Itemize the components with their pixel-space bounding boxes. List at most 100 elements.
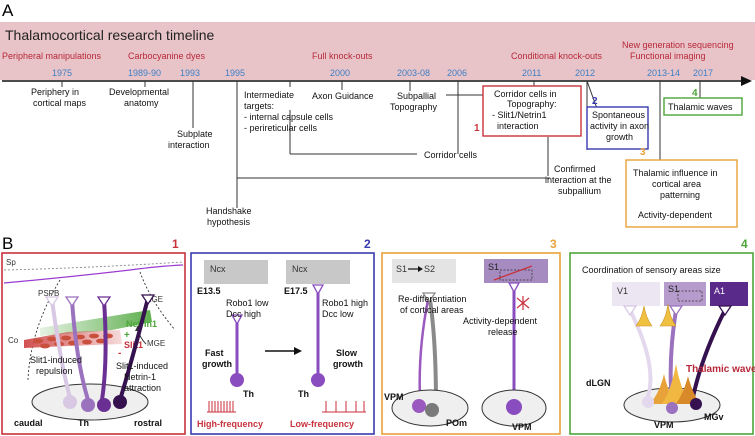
label-th-left: Th xyxy=(243,389,254,399)
subpanel-number-3: 3 xyxy=(550,237,557,251)
label-s1-4: S1 xyxy=(668,284,679,294)
axon-dlgn xyxy=(628,309,653,403)
event-thalamic-waves: Thalamic waves xyxy=(668,102,733,112)
markers-left: Robo1 low Dcc high xyxy=(226,298,271,319)
label-lge: LGE xyxy=(147,295,163,304)
area-v1 xyxy=(612,282,660,306)
event-confirmed: Confirmed interaction at the subpallium xyxy=(545,164,614,196)
label-th-right: Th xyxy=(298,389,309,399)
label-co: Co xyxy=(8,336,19,345)
label-vpm-right: VPM xyxy=(512,422,532,432)
label-sp: Sp xyxy=(6,258,16,267)
box-number-4: 4 xyxy=(692,88,698,99)
label-pspb: PSPB xyxy=(38,289,59,298)
event-periphery: Periphery in cortical maps xyxy=(31,87,87,108)
label-thalamic-waves-4: Thalamic waves xyxy=(686,364,755,375)
era-full-ko: Full knock-outs xyxy=(312,51,373,61)
dashed-border-right xyxy=(139,271,176,331)
event-activity-dependent: Activity-dependent xyxy=(638,210,713,220)
label-pom: POm xyxy=(446,418,467,428)
markers-right: Robo1 high Dcc low xyxy=(322,298,371,319)
event-handshake: Handshake hypothesis xyxy=(206,206,254,227)
era-sequencing: New generation sequencing xyxy=(622,40,734,50)
event-box-4: Thalamic waves 4 xyxy=(663,88,743,116)
area-a1 xyxy=(710,282,748,306)
label-slow-growth: Slow growth xyxy=(333,348,363,369)
event-axon-guidance: Axon Guidance xyxy=(312,91,374,101)
label-caudal: caudal xyxy=(14,418,43,428)
growth-arrow xyxy=(265,347,302,355)
label-slit1: Slit1 xyxy=(124,340,143,350)
s1-box xyxy=(484,259,548,283)
neuron-vpm-4 xyxy=(666,402,678,414)
subpanel-number-2: 2 xyxy=(364,237,371,251)
neuron-pom xyxy=(425,403,439,417)
panel-b-letter: B xyxy=(2,234,13,253)
label-th: Th xyxy=(78,418,89,428)
plus-sign: + xyxy=(124,330,130,341)
box-number-1: 1 xyxy=(474,123,480,134)
event-subplate: Subplate interaction xyxy=(168,129,215,150)
subpanel-3: 3 S1 S2 S1 Re-differentiation of cortica… xyxy=(381,237,561,435)
label-rediff: Re-differentiation of cortical areas xyxy=(398,294,469,315)
wave-peak-s1 xyxy=(659,303,677,327)
neuron-rostral xyxy=(97,398,111,412)
era-functional-imaging: Functional imaging xyxy=(630,51,706,61)
label-low-frequency: Low-frequency xyxy=(290,419,354,429)
year-1975: 1975 xyxy=(52,68,72,78)
event-corridor-topo: Corridor cells in Topography: - Slit1/Ne… xyxy=(492,89,559,131)
era-band xyxy=(0,22,755,80)
era-peripheral: Peripheral manipulations xyxy=(2,51,102,61)
year-2006: 2006 xyxy=(447,68,467,78)
label-fast-growth: Fast growth xyxy=(202,348,232,369)
label-repulsion: Slit1-induced repulsion xyxy=(30,355,85,376)
s1s2-box xyxy=(392,259,456,283)
label-ncx-right: Ncx xyxy=(292,264,308,274)
neuron-vpm-right xyxy=(506,399,522,415)
neuron-fast xyxy=(230,373,244,387)
label-v1: V1 xyxy=(617,286,628,296)
year-2000: 2000 xyxy=(330,68,350,78)
neuron-middle xyxy=(81,398,95,412)
subpanel-1: 1 Sp PSPB LGE Co MGE Netrin1 + Slit1 - xyxy=(1,237,186,435)
label-coordination: Coordination of sensory areas size xyxy=(582,265,721,275)
timeline-title: Thalamocortical research timeline xyxy=(5,27,215,43)
subpanel-number-4: 4 xyxy=(741,237,748,251)
wave-peak-v1 xyxy=(635,305,653,327)
label-mge: MGE xyxy=(147,339,165,348)
neuron-caudal xyxy=(63,395,77,409)
axon-middle xyxy=(70,299,90,401)
spikes-low-frequency xyxy=(322,401,366,413)
year-2013: 2013-14 xyxy=(647,68,680,78)
event-labels: Periphery in cortical maps Developmental… xyxy=(31,87,614,227)
netrin-gradient xyxy=(40,310,152,336)
panel-a-letter: A xyxy=(2,1,14,20)
subpanel-number-1: 1 xyxy=(172,237,179,251)
event-intermediate: Intermediate targets: - internal capsule… xyxy=(244,90,336,133)
year-2017: 2017 xyxy=(693,68,713,78)
label-vpm-4: VPM xyxy=(654,420,674,430)
ncx-right xyxy=(286,260,350,284)
timeline-axis xyxy=(2,76,752,86)
label-release: Activity-dependent release xyxy=(463,316,540,337)
ncx-left xyxy=(204,260,268,284)
event-corridor-cells: Corridor cells xyxy=(424,150,478,160)
year-2003: 2003-08 xyxy=(397,68,430,78)
s1-to-s2-arrow xyxy=(408,266,423,272)
neuron-mgv xyxy=(690,398,702,410)
label-ncx-left: Ncx xyxy=(210,264,226,274)
s1-strike xyxy=(493,265,533,281)
axon-vpm-left xyxy=(418,299,430,401)
label-a1: A1 xyxy=(714,286,725,296)
year-2011: 2011 xyxy=(522,68,541,78)
label-s1-right: S1 xyxy=(488,262,499,272)
year-1993: 1993 xyxy=(180,68,200,78)
label-dlgn: dLGN xyxy=(586,378,611,388)
pspb-line xyxy=(3,264,184,284)
neuron-vpm-left xyxy=(412,399,426,413)
neuron-slow xyxy=(311,373,325,387)
year-labels: 1975 1989-90 1993 1995 2000 2003-08 2006… xyxy=(52,68,713,78)
event-subpallial: Subpallial Topography xyxy=(390,91,439,112)
